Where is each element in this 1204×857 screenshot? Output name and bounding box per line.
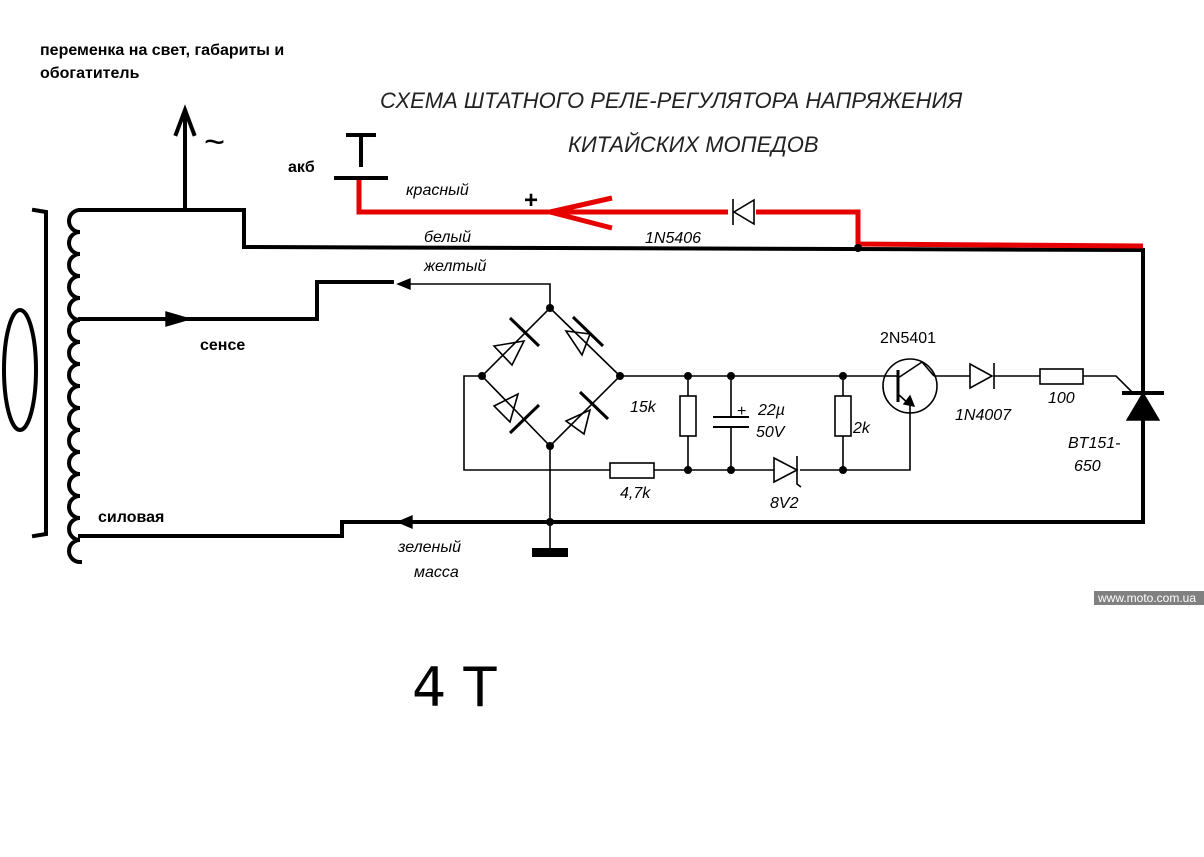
capacitor-value: 22µ xyxy=(757,402,785,419)
title-line-1: СХЕМА ШТАТНОГО РЕЛЕ-РЕГУЛЯТОРА НАПРЯЖЕНИ… xyxy=(380,88,963,113)
yellow-connector xyxy=(398,283,551,308)
resistor-100 xyxy=(1039,368,1084,385)
transistor-label: 2N5401 xyxy=(880,330,936,347)
resistor-2k-label: 2k xyxy=(852,420,871,437)
white-wire-label: белый xyxy=(424,229,471,246)
watermark-badge xyxy=(1094,591,1204,605)
ac-symbol: ~ xyxy=(204,121,225,162)
diode-bridge xyxy=(480,306,622,448)
resistor-15k-label: 15k xyxy=(630,399,657,416)
transistor-2n5401 xyxy=(882,358,938,414)
red-wire-arrow xyxy=(549,195,613,231)
handwritten-note: 4 T xyxy=(412,656,498,719)
diode-1n4007-label: 1N4007 xyxy=(955,407,1012,424)
ac-output-arrow xyxy=(173,104,197,212)
resistor-15k xyxy=(679,376,697,470)
white-wire xyxy=(78,208,1145,394)
ac-output-note-line-2: обогатитель xyxy=(40,65,140,82)
ac-output-note-line-1: переменка на свет, габариты и xyxy=(40,42,284,59)
negative-rail xyxy=(654,405,911,471)
capacitor-polarity: + xyxy=(737,403,746,420)
resistor-4k7-label: 4,7k xyxy=(620,485,651,502)
power-wire xyxy=(78,418,1145,538)
title-line-2: КИТАЙСКИХ МОПЕДОВ xyxy=(568,131,819,157)
ground-label: масса xyxy=(414,564,459,581)
power-tap-label: силовая xyxy=(98,509,164,526)
resistor-2k xyxy=(834,376,852,470)
thyristor-bt151 xyxy=(1122,391,1164,421)
sense-tap-label: сенсе xyxy=(200,337,245,354)
zener-8v2 xyxy=(773,456,802,488)
watermark-text: www.moto.com.ua xyxy=(1097,591,1196,605)
green-connector-arrow xyxy=(396,514,413,530)
zener-8v2-label: 8V2 xyxy=(770,495,799,512)
battery-symbol xyxy=(334,133,388,180)
red-wire-label: красный xyxy=(406,182,469,199)
capacitor-22u xyxy=(713,376,749,470)
green-wire-label: зеленый xyxy=(397,539,461,556)
gate-wire xyxy=(934,375,1133,393)
battery-label: акб xyxy=(288,159,315,176)
stator-coil xyxy=(2,207,83,565)
diode-1n5406-label: 1N5406 xyxy=(645,230,701,247)
red-wire xyxy=(356,180,1144,249)
ground-symbol xyxy=(532,548,568,557)
thyristor-label-line-1: BT151- xyxy=(1068,435,1120,452)
bridge-left-loop xyxy=(463,375,610,471)
sense-arrow xyxy=(165,311,193,327)
plus-sign: + xyxy=(524,187,538,214)
capacitor-voltage: 50V xyxy=(756,424,786,441)
resistor-100-label: 100 xyxy=(1048,390,1075,407)
yellow-connector-arrow xyxy=(396,277,411,291)
resistor-4k7 xyxy=(609,462,655,479)
thyristor-label-line-2: 650 xyxy=(1074,458,1101,475)
junction-dots xyxy=(478,244,862,526)
yellow-wire-label: желтый xyxy=(423,258,487,275)
diode-1n5406 xyxy=(728,198,756,226)
diode-1n4007 xyxy=(969,362,995,390)
sense-wire xyxy=(78,280,394,321)
